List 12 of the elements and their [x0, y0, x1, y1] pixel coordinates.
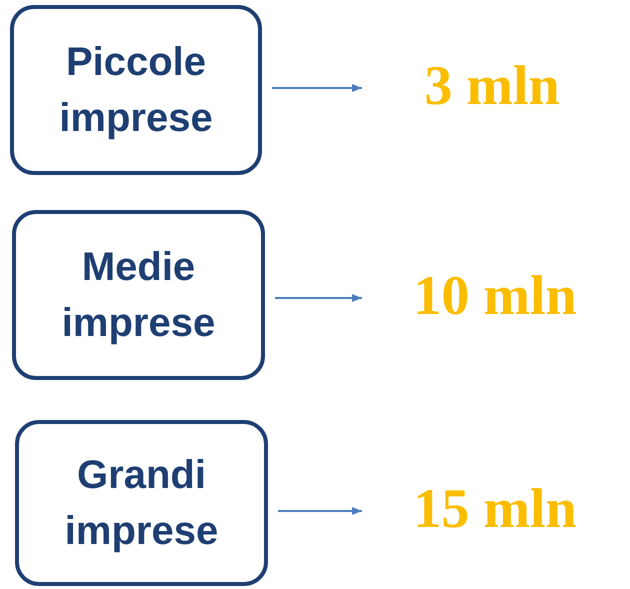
arrow — [272, 84, 362, 92]
value-label: 3 mln — [424, 55, 560, 117]
arrow — [275, 294, 362, 302]
category-label: Grandi imprese — [64, 452, 220, 555]
arrow — [278, 507, 362, 515]
category-box — [12, 210, 265, 380]
category-box — [10, 5, 262, 175]
category-label: Piccole imprese — [58, 39, 214, 142]
value-label: 10 mln — [413, 265, 577, 327]
value-label: 15 mln — [413, 478, 577, 540]
category-label: Medie imprese — [60, 244, 216, 347]
category-box — [15, 420, 268, 586]
